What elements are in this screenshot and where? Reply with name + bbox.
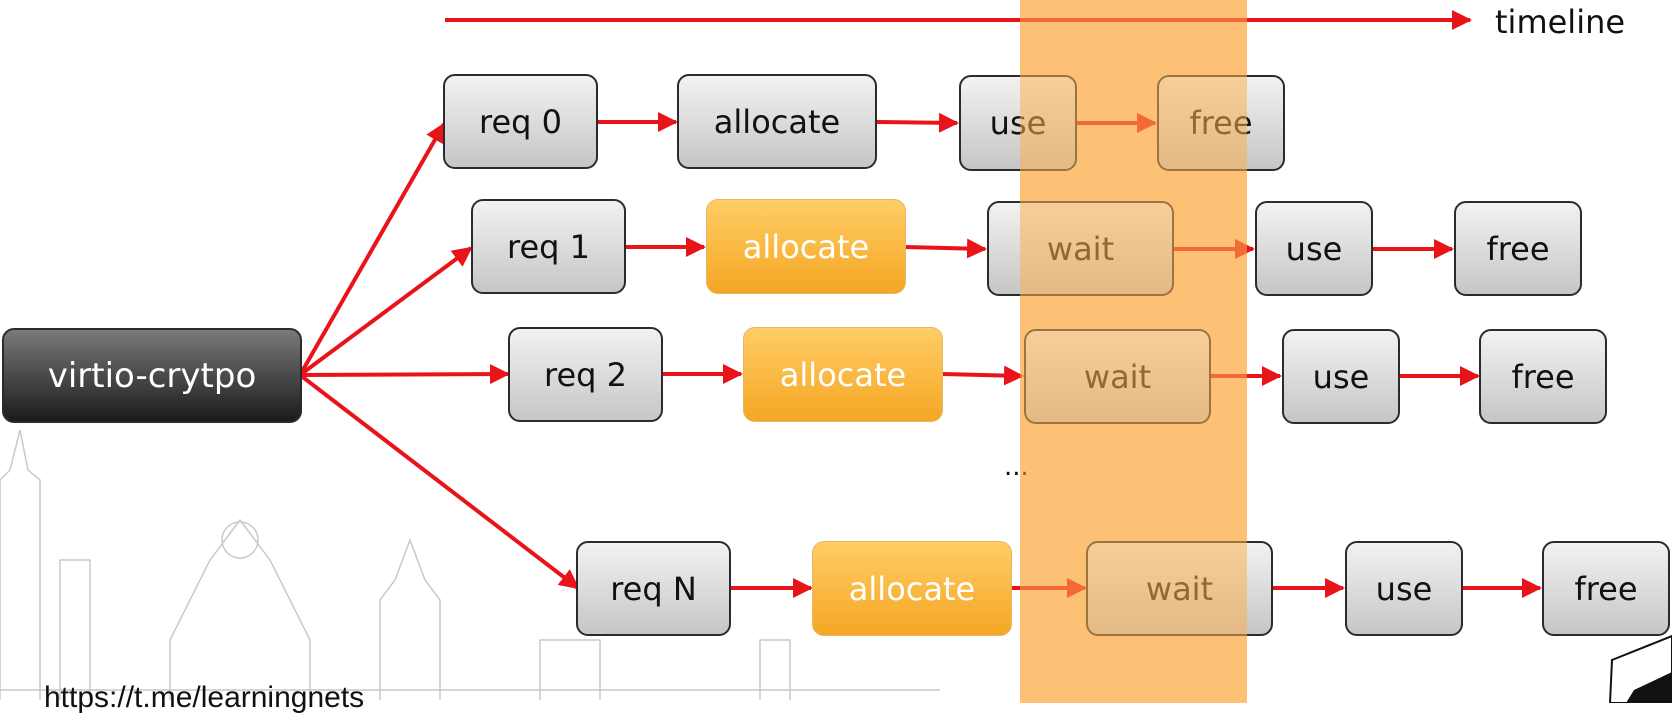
rn-free-node: free (1542, 541, 1670, 636)
background-skyline (0, 429, 940, 700)
arrow-source-req-0 (298, 122, 446, 376)
r2-allocate-node: allocate (743, 327, 943, 422)
req-2-node: req 2 (508, 327, 663, 422)
corner-decoration (1608, 634, 1672, 703)
req-n-node: req N (576, 541, 731, 636)
source-url-link[interactable]: https://t.me/learningnets (44, 681, 365, 714)
rn-use-node: use (1345, 541, 1463, 636)
rn-allocate-node: allocate (812, 541, 1012, 636)
r0-allocate-node: allocate (677, 74, 877, 169)
arrow-source-req-n (298, 373, 580, 590)
arrow-r1-2 (904, 238, 987, 259)
timeline-highlight-overlay (1020, 0, 1247, 703)
timeline-label: timeline (1495, 3, 1626, 41)
req-0-node: req 0 (443, 74, 598, 169)
arrow-r2-2 (942, 365, 1024, 386)
r2-free-node: free (1479, 329, 1607, 424)
r1-allocate-node: allocate (706, 199, 906, 294)
req-1-node: req 1 (471, 199, 626, 294)
r2-use-node: use (1282, 329, 1400, 424)
arrow-source-req-2 (299, 364, 510, 385)
virtio-crypto-source-node: virtio-crytpo (2, 328, 302, 423)
arrow-r0-2 (876, 112, 959, 133)
arrow-source-req-1 (298, 246, 473, 377)
r1-use-node: use (1255, 201, 1373, 296)
r1-free-node: free (1454, 201, 1582, 296)
